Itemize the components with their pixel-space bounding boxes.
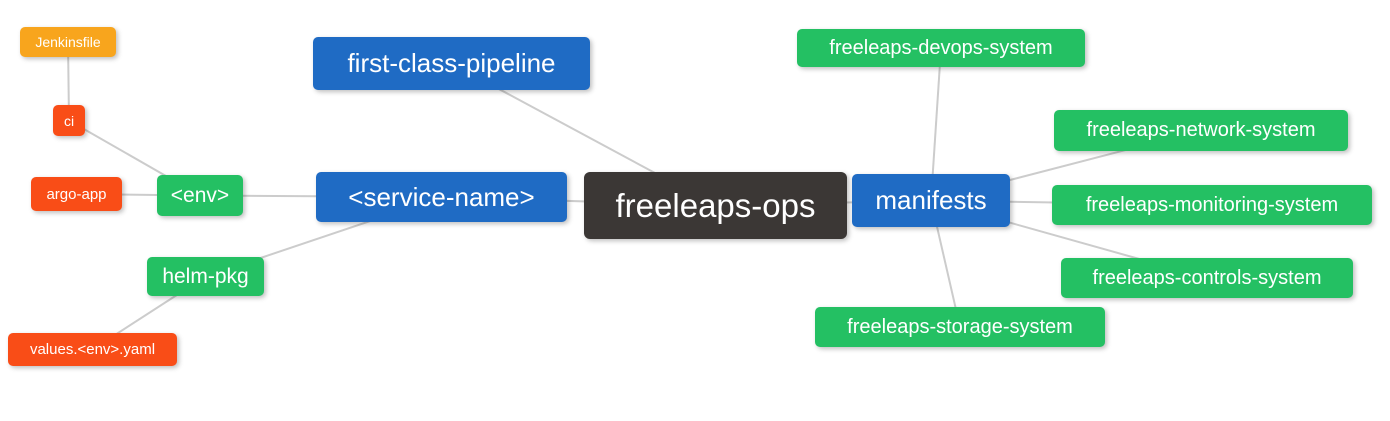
- node-freeleaps-network-system[interactable]: freeleaps-network-system: [1054, 110, 1348, 151]
- node-freeleaps-storage-system[interactable]: freeleaps-storage-system: [815, 307, 1105, 347]
- node-env[interactable]: <env>: [157, 175, 243, 216]
- node-argo-app[interactable]: argo-app: [31, 177, 122, 211]
- node-ci[interactable]: ci: [53, 105, 85, 136]
- node-freeleaps-monitoring-system[interactable]: freeleaps-monitoring-system: [1052, 185, 1372, 225]
- node-freeleaps-devops-system[interactable]: freeleaps-devops-system: [797, 29, 1085, 67]
- node-freeleaps-ops-root[interactable]: freeleaps-ops: [584, 172, 847, 239]
- node-helm-pkg[interactable]: helm-pkg: [147, 257, 264, 296]
- node-service-name[interactable]: <service-name>: [316, 172, 567, 222]
- node-manifests[interactable]: manifests: [852, 174, 1010, 227]
- node-values-env-yaml[interactable]: values.<env>.yaml: [8, 333, 177, 366]
- node-jenkinsfile[interactable]: Jenkinsfile: [20, 27, 116, 57]
- node-freeleaps-controls-system[interactable]: freeleaps-controls-system: [1061, 258, 1353, 298]
- node-first-class-pipeline[interactable]: first-class-pipeline: [313, 37, 590, 90]
